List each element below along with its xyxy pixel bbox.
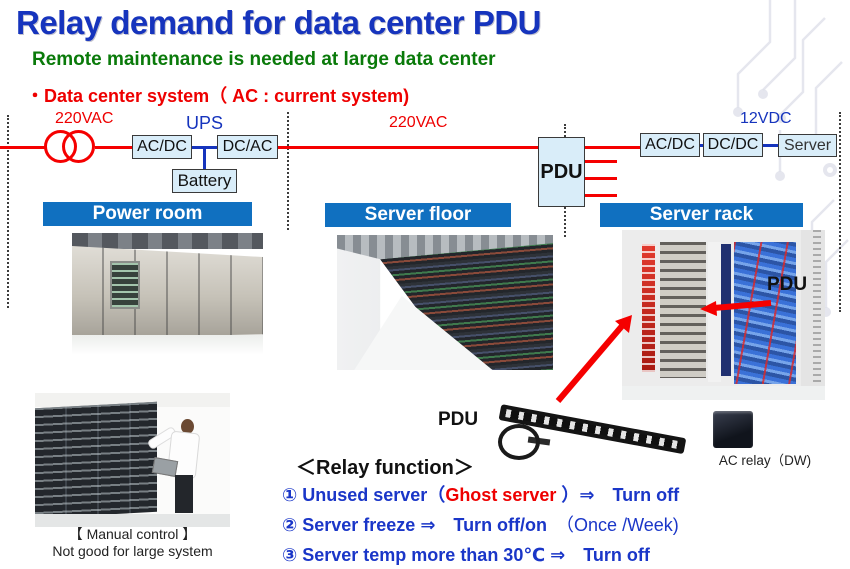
server-rack-photo xyxy=(622,230,825,400)
rack-side-panel xyxy=(801,230,825,400)
rack-red-pdu-strip xyxy=(642,244,655,372)
power-room-photo xyxy=(72,233,263,355)
relay-item-2-note: （Once /Week) xyxy=(547,515,679,535)
relay-item-2-action: Turn off/on xyxy=(453,515,548,535)
box-pdu: PDU xyxy=(538,137,585,207)
rack-divider xyxy=(708,242,721,382)
box-battery: Battery xyxy=(172,169,237,193)
pdu-outlet-line xyxy=(585,160,617,163)
pdu-outlet-line xyxy=(585,177,617,180)
relay-item-1-highlight: Ghost server xyxy=(445,485,557,505)
relay-item-1: ① Unused server（Ghost server ）⇒ Turn off xyxy=(282,481,679,507)
voltage-label-mid: 220VAC xyxy=(389,114,448,131)
box-server: Server xyxy=(778,134,837,157)
separator-dotted-left xyxy=(7,115,9,308)
server-floor-photo xyxy=(337,235,553,370)
pdu-cable xyxy=(498,424,540,460)
power-line-segment xyxy=(95,146,132,149)
photo-ceiling xyxy=(72,233,263,249)
manual-control-caption: 【 Manual control 】 xyxy=(68,526,197,542)
box-acdc-1: AC/DC xyxy=(132,135,192,159)
power-line-segment xyxy=(278,146,538,149)
banner-server-rack: Server rack xyxy=(600,203,803,227)
server-racks xyxy=(35,401,157,519)
cabinet-display xyxy=(110,261,140,309)
relay-item-2-pre: ② Server freeze ⇒ xyxy=(282,515,454,535)
technician-head xyxy=(181,419,194,434)
photo-floor xyxy=(72,335,263,355)
box-dcac: DC/AC xyxy=(217,135,278,159)
rack-pdu-label: PDU xyxy=(767,274,808,295)
dc-line xyxy=(698,144,705,147)
rack-connectors xyxy=(660,242,706,378)
power-line-segment xyxy=(585,146,640,149)
power-cabinets xyxy=(72,246,263,338)
box-dcdc: DC/DC xyxy=(703,133,763,157)
technician-legs xyxy=(175,475,193,513)
relay-item-1-pre: ① Unused server（ xyxy=(282,485,446,505)
voltage-label-left: 220VAC xyxy=(55,110,114,127)
manual-control-photo xyxy=(35,393,230,527)
box-acdc-2: AC/DC xyxy=(640,133,700,157)
power-line-segment xyxy=(0,146,47,149)
relay-item-1-post: ）⇒ Turn off xyxy=(556,485,680,505)
banner-power-room: Power room xyxy=(43,202,252,226)
relay-function-heading: ＜Relay function＞ xyxy=(296,457,474,479)
manual-control-subcaption: Not good for large system xyxy=(52,543,213,559)
photo-ceiling xyxy=(35,393,230,407)
voltage-label-right: 12VDC xyxy=(740,110,792,127)
pdu-outlet-line xyxy=(585,194,617,197)
dc-line xyxy=(762,144,779,147)
banner-server-floor: Server floor xyxy=(325,203,511,227)
photo-floor xyxy=(622,386,825,400)
page-title: Relay demand for data center PDU xyxy=(16,4,542,41)
relay-item-2: ② Server freeze ⇒ Turn off/on （Once /Wee… xyxy=(282,511,679,537)
battery-line xyxy=(203,146,206,170)
separator-dotted-mid1 xyxy=(287,112,289,230)
ac-relay-photo xyxy=(713,411,753,448)
relay-item-3: ③ Server temp more than 30℃ ⇒ Turn off xyxy=(282,545,650,565)
rack-blue-cables xyxy=(734,242,796,384)
bullet-line: ・Data center system（ AC : current system… xyxy=(26,86,410,106)
ups-label: UPS xyxy=(186,113,224,133)
transformer-icon xyxy=(62,130,95,163)
rack-navy-pdu-strip xyxy=(721,244,731,376)
subtitle: Remote maintenance is needed at large da… xyxy=(32,49,496,70)
separator-dotted-right xyxy=(839,112,841,312)
photo-floor xyxy=(35,514,230,527)
ac-relay-caption: AC relay（DW) xyxy=(718,453,812,468)
pdu-strip-label: PDU xyxy=(438,409,479,430)
